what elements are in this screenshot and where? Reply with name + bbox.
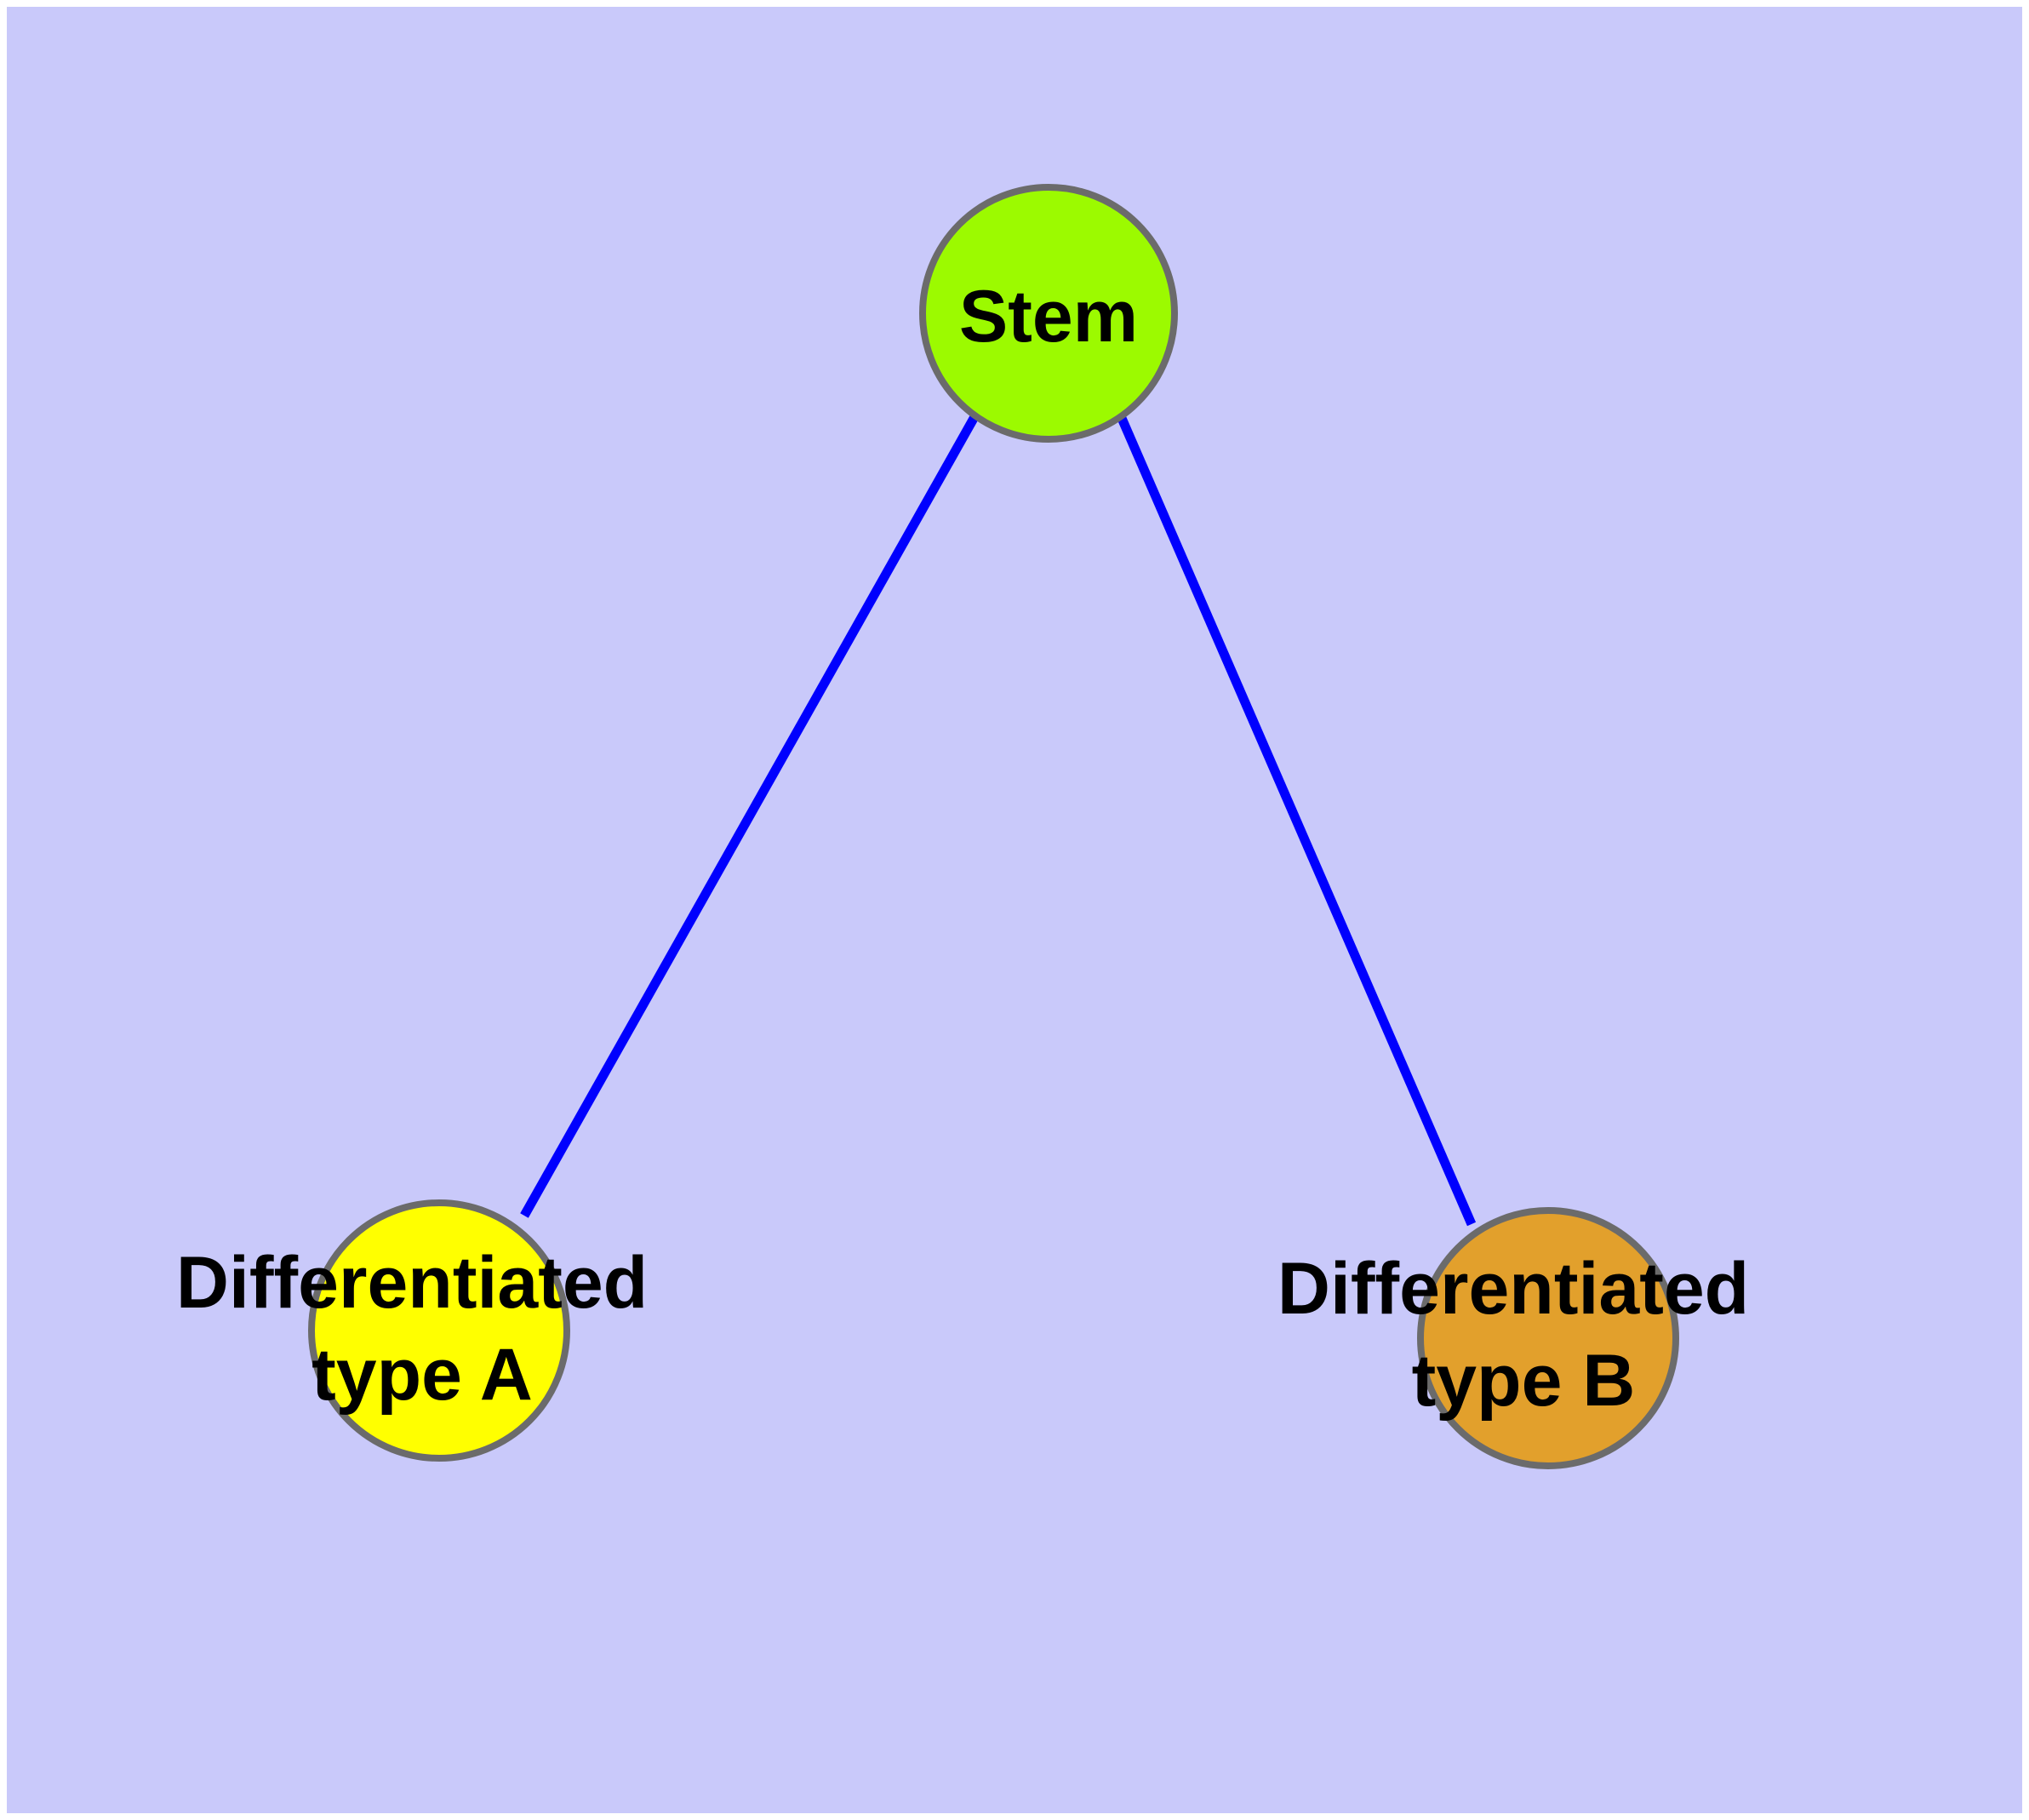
node-stem[interactable] [919,184,1178,443]
node-label-stem-line-1: Stem [959,276,1138,358]
edge-layer [520,413,1477,1227]
node-circle-stem[interactable] [919,184,1178,443]
node-label-stem: Stem [959,276,1138,358]
edge-stem-to-differentiated-type-b[interactable] [1116,414,1477,1227]
node-circle-differentiated-type-b[interactable] [1417,1207,1679,1469]
node-label-differentiated-type-a-line-2: type A [311,1334,533,1416]
node-label-differentiated-type-a: Differentiated type A [176,1242,668,1416]
node-circle-differentiated-type-a[interactable] [308,1199,570,1462]
node-differentiated-type-b[interactable] [1417,1207,1679,1469]
label-layer: Stem Differentiated type A Differentiate… [176,276,1769,1422]
node-label-differentiated-type-a-line-1: Differentiated [176,1242,648,1324]
node-label-differentiated-type-b-line-1: Differentiated [1277,1248,1749,1330]
node-label-differentiated-type-b: Differentiated type B [1277,1248,1769,1422]
node-label-differentiated-type-b-line-2: type B [1412,1340,1636,1422]
node-differentiated-type-a[interactable] [308,1199,570,1462]
edge-stem-to-differentiated-type-a[interactable] [520,413,980,1218]
